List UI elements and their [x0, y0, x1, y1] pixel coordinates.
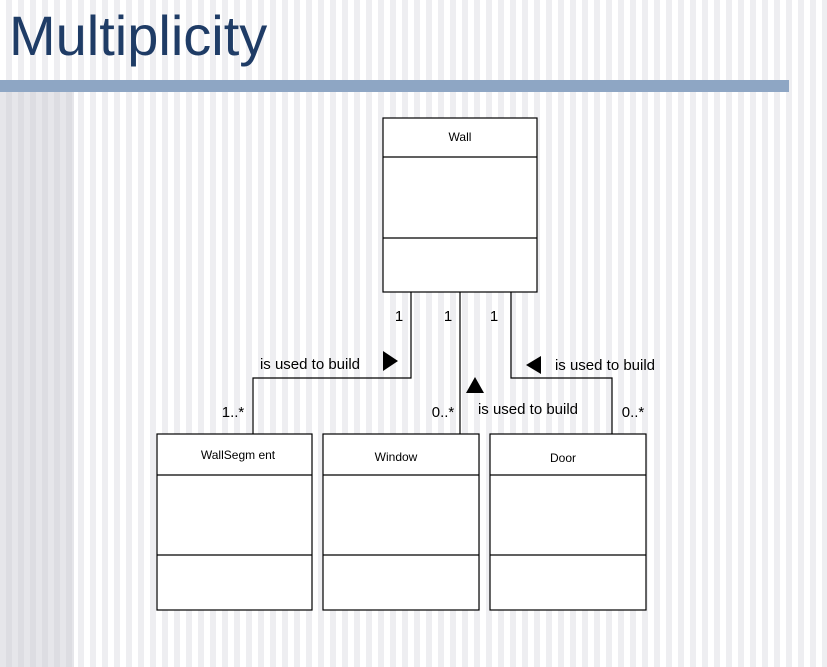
title-underline-bar [0, 80, 789, 92]
association-label-wallsegment: is used to build [260, 356, 360, 373]
multiplicity-wall-end-door: 1 [490, 308, 498, 325]
class-name-wallsegment: WallSegm ent [201, 448, 276, 462]
class-box-window-frame [322, 433, 480, 611]
class-name-door: Door [550, 451, 576, 465]
multiplicity-part-end-door: 0..* [622, 404, 645, 421]
class-box-wallsegment[interactable]: WallSegm ent [156, 433, 313, 611]
class-name-wall: Wall [449, 130, 472, 144]
left-background-band [0, 84, 74, 667]
class-box-wall[interactable]: Wall [382, 117, 538, 293]
association-wall-window[interactable]: is used to build 1 0..* [432, 292, 578, 434]
direction-arrow-up-icon [466, 377, 484, 393]
association-label-window: is used to build [478, 401, 578, 418]
class-box-door[interactable]: Door [489, 433, 647, 611]
class-box-wallsegment-frame [156, 433, 313, 611]
direction-arrow-right-icon [383, 351, 398, 371]
class-box-window[interactable]: Window [322, 433, 480, 611]
association-wall-door[interactable]: is used to build 1 0..* [490, 292, 655, 434]
class-box-wall-frame [382, 117, 538, 293]
multiplicity-part-end-window: 0..* [432, 404, 455, 421]
direction-arrow-left-icon [526, 356, 541, 374]
multiplicity-wall-end-window: 1 [444, 308, 452, 325]
slide-title: Multiplicity [9, 4, 268, 67]
class-box-door-frame [489, 433, 647, 611]
association-wall-wallsegment[interactable]: is used to build 1 1..* [222, 292, 412, 434]
association-line-door [510, 292, 613, 434]
association-line-wallsegment [252, 292, 412, 434]
multiplicity-part-end-wallsegment: 1..* [222, 404, 245, 421]
association-label-door: is used to build [555, 357, 655, 374]
multiplicity-wall-end-wallsegment: 1 [395, 308, 403, 325]
class-name-window: Window [375, 450, 418, 464]
